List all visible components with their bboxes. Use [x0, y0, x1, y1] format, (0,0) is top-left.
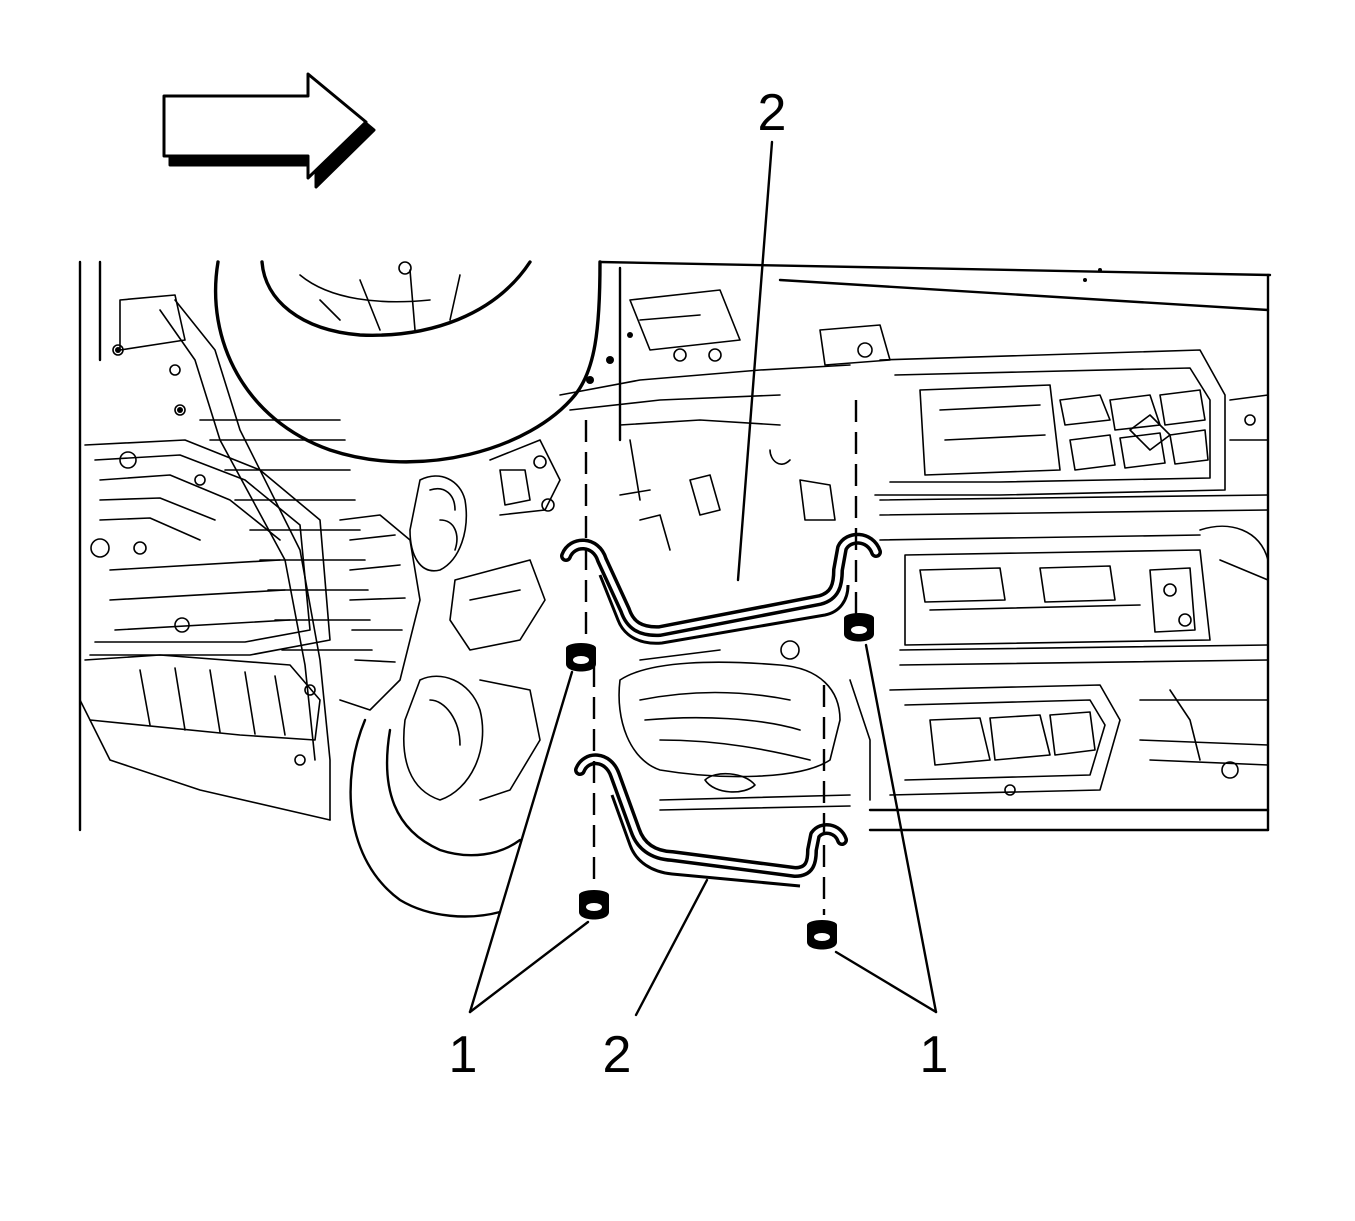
leader-lines: [468, 140, 938, 1017]
bolt-icon: [807, 920, 837, 950]
bolt-icon: [566, 643, 596, 672]
forward-arrow-icon: [162, 72, 376, 189]
alignment-lines: [584, 400, 858, 915]
callout-bolts-left: 1: [449, 1026, 478, 1084]
callout-bracket-lower: 2: [603, 1026, 632, 1084]
underbody-linework: [78, 260, 1272, 918]
bracket-upper: [560, 532, 882, 645]
bolt-icon: [579, 890, 609, 920]
bolt-icon: [844, 613, 874, 642]
bracket-lower: [574, 753, 848, 888]
callout-bolts-right: 1: [920, 1026, 949, 1084]
callout-bracket-upper: 2: [758, 84, 787, 142]
